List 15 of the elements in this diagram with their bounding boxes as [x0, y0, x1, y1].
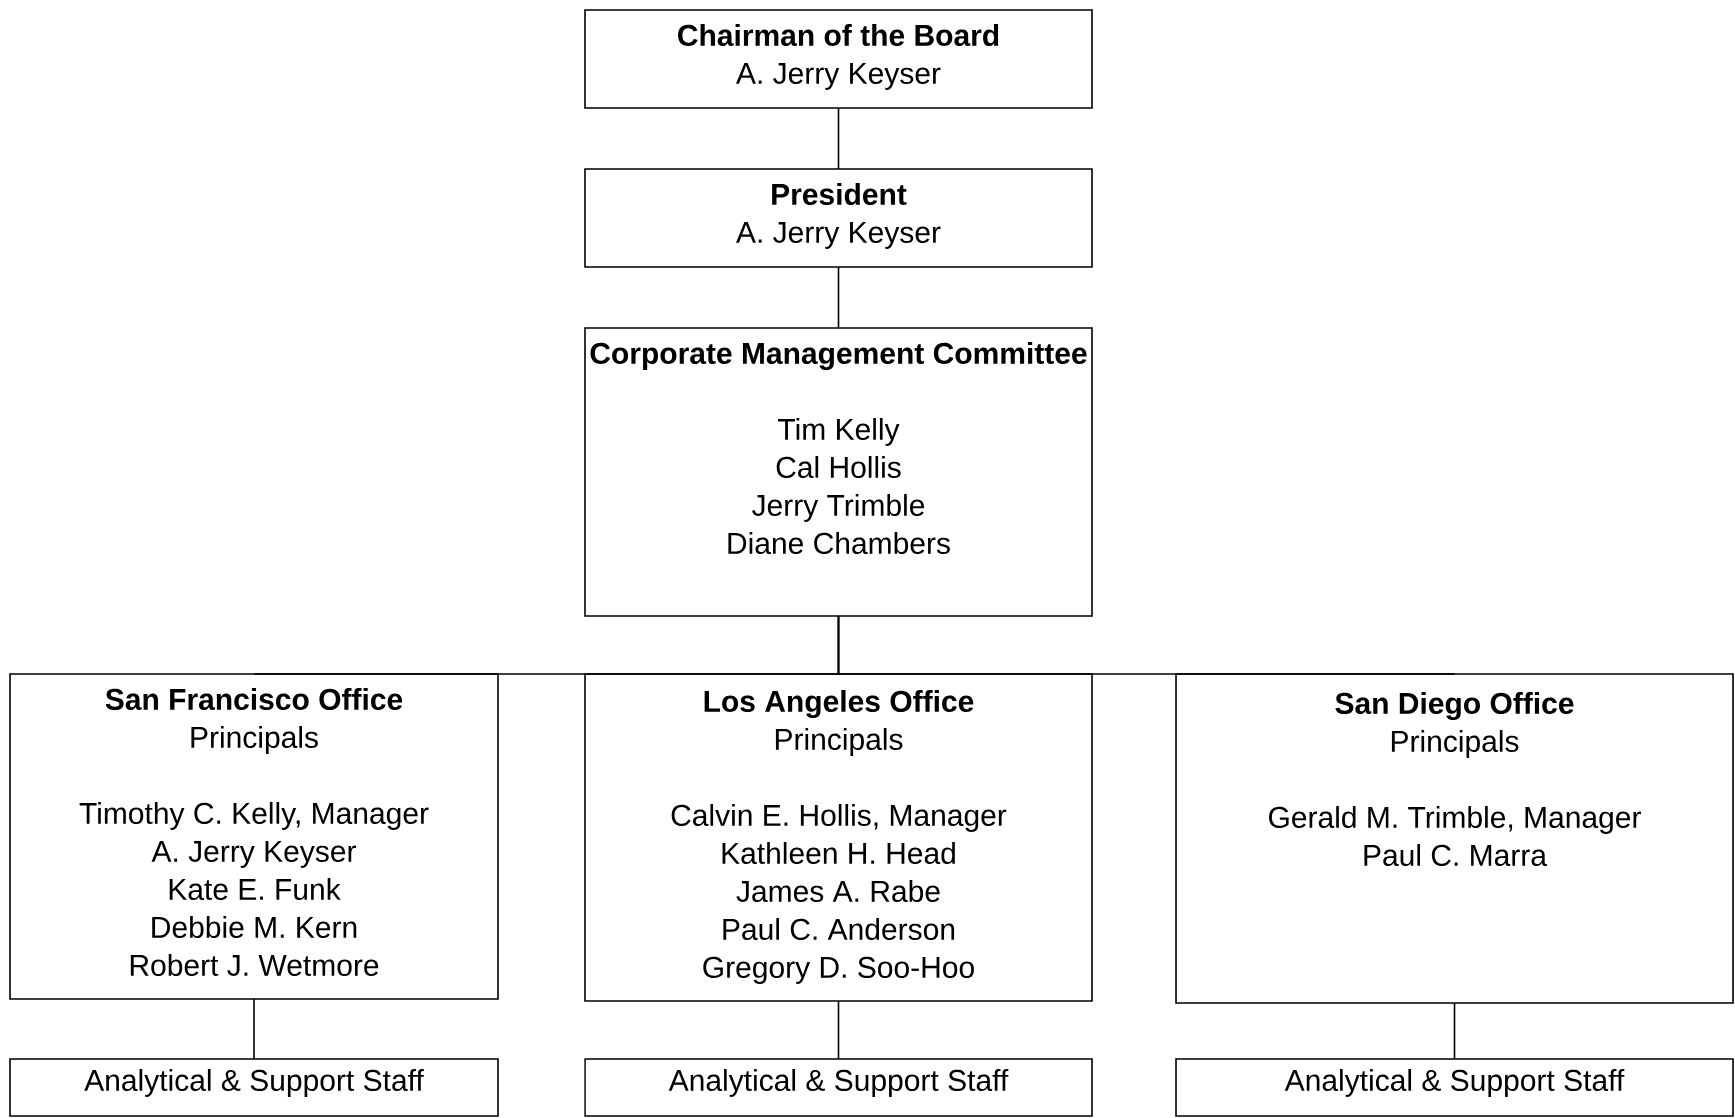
org-box: Chairman of the Board A. Jerry Keyser	[584, 9, 1093, 109]
org-box: Corporate Management Committee Tim Kelly Cal Hollis Jerry Trimble Diane Chambers	[584, 327, 1093, 617]
org-box: San Diego Office Principals Gerald M. Trimble, Manager Paul C. Marra	[1175, 673, 1734, 1004]
org-box: Analytical & Support Staff	[9, 1058, 499, 1117]
org-box: San Francisco Office Principals Timothy C. Kelly, Manager A. Jerry Keyser Kate E. Funk Debbie M. Kern Robert J. Wetmore	[9, 673, 499, 1000]
connector-line	[837, 107, 840, 170]
org-box: Analytical & Support Staff	[584, 1058, 1093, 1117]
connector-line	[1453, 1002, 1456, 1060]
connector-line	[837, 615, 1456, 675]
org-box: Analytical & Support Staff	[1175, 1058, 1734, 1117]
connector-line	[253, 998, 255, 1060]
connector-line	[837, 1000, 840, 1060]
org-box: President A. Jerry Keyser	[584, 168, 1093, 268]
connector-line	[837, 266, 840, 329]
org-box: Los Angeles Office Principals Calvin E. Hollis, Manager Kathleen H. Head James A. Rabe Paul C. Anderson Gregory D. Soo-Hoo	[584, 673, 1093, 1002]
